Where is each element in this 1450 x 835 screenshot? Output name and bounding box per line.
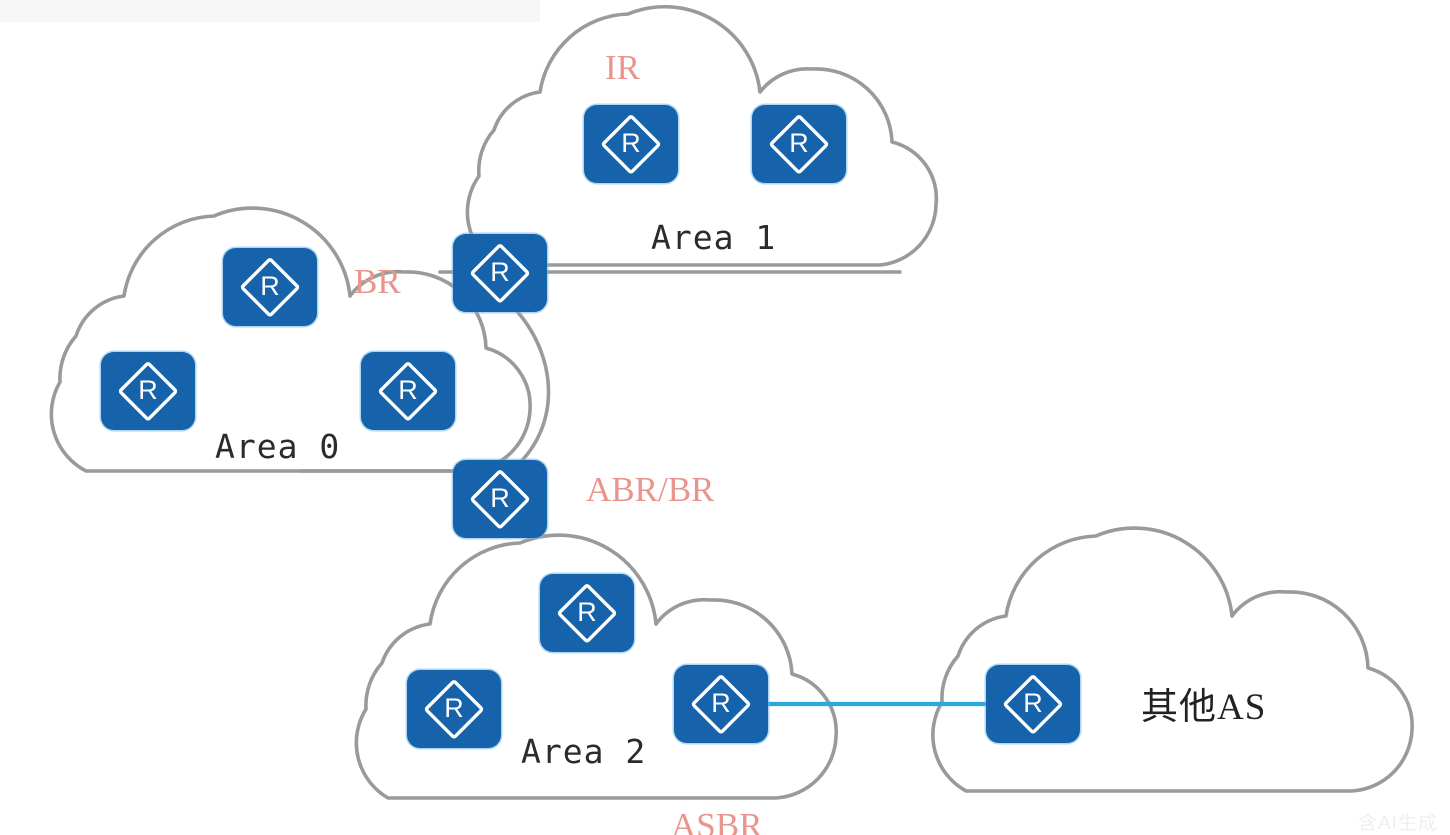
router-letter: R <box>260 271 280 301</box>
router-diamond-icon <box>470 244 530 303</box>
link-br-to-abr <box>510 308 551 472</box>
router-icon-area2-r1[interactable]: R <box>540 574 634 652</box>
area-label-area2: Area 2 <box>521 732 647 771</box>
router-letter: R <box>621 128 641 158</box>
router-icon-area0-r1[interactable]: R <box>223 248 317 326</box>
router-diamond-icon <box>240 258 300 317</box>
router-letter: R <box>711 688 731 718</box>
area-label-area0: Area 0 <box>215 427 341 466</box>
router-diamond-icon <box>378 362 438 421</box>
cloud-other-as <box>931 526 1414 793</box>
watermark-label: 含AI生成 <box>1358 813 1438 834</box>
top-gray-band <box>0 0 540 22</box>
router-letter: R <box>398 375 418 405</box>
role-label-abr-br: ABR/BR <box>586 470 715 509</box>
cloud-area1 <box>465 4 939 267</box>
role-label-ir: IR <box>605 48 640 87</box>
router-icon-area2-r2[interactable]: R <box>407 670 501 748</box>
router-icon-abr-br[interactable]: R <box>453 460 547 538</box>
role-label-br: BR <box>354 262 401 301</box>
router-letter: R <box>490 257 510 287</box>
role-label-asbr: ASBR <box>671 806 763 835</box>
router-letter: R <box>138 375 158 405</box>
router-diamond-icon <box>1003 675 1063 734</box>
router-letter: R <box>789 128 809 158</box>
router-diamond-icon <box>557 584 617 643</box>
area-label-other-as: 其他AS <box>1141 687 1267 728</box>
area-label-area1: Area 1 <box>651 218 777 257</box>
router-diamond-icon <box>424 680 484 739</box>
router-diamond-icon <box>601 115 661 174</box>
router-icon-area0-r3[interactable]: R <box>361 352 455 430</box>
router-diamond-icon <box>118 362 178 421</box>
router-letter: R <box>1023 688 1043 718</box>
router-diamond-icon <box>691 675 751 734</box>
router-icon-asbr[interactable]: R <box>674 665 768 743</box>
router-icon-area1-r1[interactable]: R <box>584 105 678 183</box>
router-diamond-icon <box>769 115 829 174</box>
router-icon-br[interactable]: R <box>453 234 547 312</box>
router-letter: R <box>444 693 464 723</box>
router-diamond-icon <box>470 470 530 529</box>
router-icon-area1-r2[interactable]: R <box>752 105 846 183</box>
router-letter: R <box>577 597 597 627</box>
router-icon-other-as[interactable]: R <box>986 665 1080 743</box>
router-letter: R <box>490 483 510 513</box>
router-icon-area0-r2[interactable]: R <box>101 352 195 430</box>
